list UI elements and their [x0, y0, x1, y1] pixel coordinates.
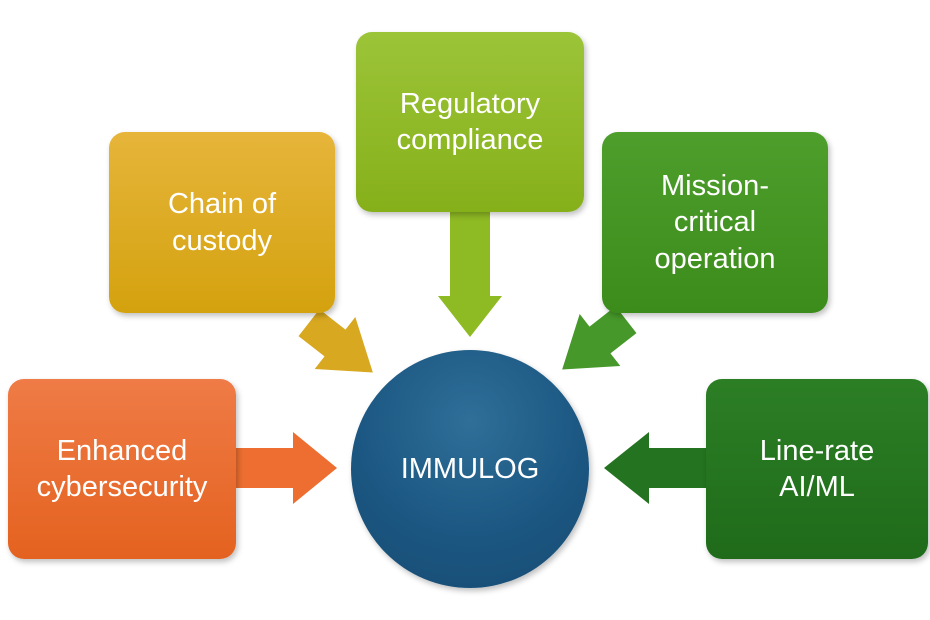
arrow-line-rate-ai-ml — [604, 432, 706, 504]
arrow-regulatory-compliance — [438, 212, 502, 337]
node-chain-of-custody: Chain of custody — [109, 132, 335, 313]
node-line-rate-ai-ml-label: Line-rate AI/ML — [759, 434, 875, 503]
center-node-immulog: IMMULOG — [351, 350, 589, 588]
center-node-label: IMMULOG — [400, 452, 540, 485]
node-regulatory-compliance-label: Regulatory compliance — [396, 87, 544, 156]
arrow-enhanced-cybersecurity — [236, 432, 337, 504]
node-mission-critical-operation: Mission- critical operation — [602, 132, 828, 313]
node-mission-critical-operation-label: Mission- critical operation — [654, 170, 776, 275]
node-enhanced-cybersecurity-label: Enhanced cybersecurity — [36, 434, 208, 503]
arrow-mission-critical — [562, 306, 637, 370]
node-line-rate-ai-ml: Line-rate AI/ML — [706, 379, 928, 559]
node-enhanced-cybersecurity: Enhanced cybersecurity — [8, 379, 236, 559]
node-chain-of-custody-label: Chain of custody — [167, 188, 276, 257]
arrow-chain-of-custody — [298, 309, 373, 373]
node-regulatory-compliance: Regulatory compliance — [356, 32, 584, 212]
